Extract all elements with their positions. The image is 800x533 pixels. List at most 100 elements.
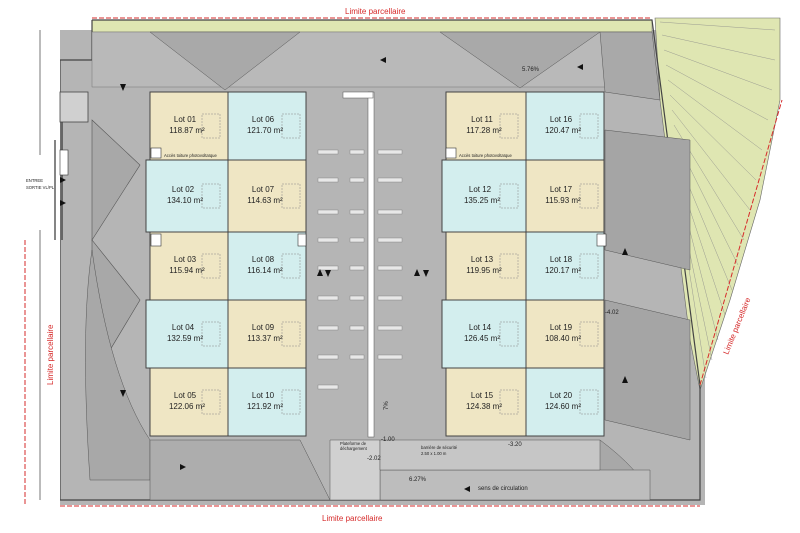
lot-lot-20: Lot 20 124.60 m² [525,367,605,437]
lot-area: 115.93 m² [545,196,581,205]
lot-name: Lot 05 [174,391,197,400]
lot-name: Lot 16 [550,115,573,124]
lot-area: 122.06 m² [169,402,205,411]
lot-name: Lot 10 [252,391,275,400]
lot-outline [227,91,307,161]
arrow-left-icon [380,57,386,63]
lot-name: Lot 07 [252,185,275,194]
lot-name: Lot 06 [252,115,275,124]
lot-area: 124.60 m² [545,402,581,411]
lot-name: Lot 13 [471,255,494,264]
mezzanine-outline [579,253,599,279]
lot-name: Lot 02 [172,185,195,194]
lot-name: Lot 09 [252,323,275,332]
parking-stripes [317,149,403,390]
mezzanine-outline [499,321,519,347]
lot-outline [227,231,307,301]
lot-outline [145,299,229,369]
mezzanine-outline [579,113,599,139]
elevation-2: -2.02 [367,456,381,462]
lot-outline [525,367,605,437]
arrow-down-icon [120,84,126,91]
lot-area: 134.10 m² [167,196,203,205]
mezzanine-outline [201,321,221,347]
lot-outline [445,367,527,437]
slope-top: 5.76% [522,67,540,73]
lot-name: Lot 04 [172,323,195,332]
lot-name: Lot 20 [550,391,573,400]
lot-area: 135.25 m² [464,196,500,205]
lot-lot-05: Lot 05 122.06 m² [149,367,229,437]
arrow-down-icon [120,390,126,397]
lot-outline [525,231,605,301]
lot-name: Lot 11 [471,115,493,124]
lot-area: 108.40 m² [545,334,581,343]
boundary-right [699,99,783,386]
boundary-label-top: Limite parcellaire [345,7,406,16]
lot-lot-15: Lot 15 124.38 m² [445,367,527,437]
barrier-label-1: barrière de sécurité [421,445,458,450]
arrow-right-icon [60,177,66,183]
boundary-label-bottom: Limite parcellaire [322,514,383,523]
mezzanine-outline [201,113,221,139]
lot-lot-19: Lot 19 108.40 m² [525,299,605,369]
lot-area: 119.95 m² [466,266,502,275]
lot-name: Lot 01 [174,115,197,124]
lot-name: Lot 08 [252,255,275,264]
lot-name: Lot 18 [550,255,573,264]
entrance-label-1: ENTREE [26,178,43,183]
circulation-label: sens de circulation [478,486,528,492]
lot-outline [441,159,527,233]
mezzanine-outline [281,253,301,279]
arrow-up-icon [622,248,628,255]
arrow-up-icon [622,376,628,383]
lot-lot-08: Lot 08 116.14 m² [227,231,307,301]
mezzanine-outline [281,183,301,209]
lot-outline [445,231,527,301]
lot-lot-17: Lot 17 115.93 m² [525,159,605,233]
lot-lot-02: Lot 02 134.10 m² [145,159,229,233]
elevation-4: -4.02 [605,310,619,316]
arrow-up-icon [317,269,323,276]
boundary-label-left: Limite parcellaire [46,324,55,385]
lot-outline [227,367,307,437]
lot-area: 121.92 m² [247,402,283,411]
lot-name: Lot 19 [550,323,573,332]
mezzanine-outline [579,183,599,209]
arrow-right-icon [180,464,186,470]
arrow-right-icon [60,200,66,206]
mezzanine-outline [281,321,301,347]
lot-name: Lot 15 [471,391,494,400]
lot-name: Lot 12 [469,185,492,194]
lot-lot-16: Lot 16 120.47 m² [525,91,605,161]
mezzanine-outline [281,389,301,415]
lot-area: 120.47 m² [545,126,581,135]
entrance-label-2: SORTIE VL/PL [26,185,55,190]
arrow-left-icon [577,64,583,70]
mezzanine-outline [579,321,599,347]
arrow-up-icon [414,269,420,276]
arrow-left-icon [464,486,470,492]
lot-area: 116.14 m² [247,266,283,275]
elevation-3: -3.20 [508,442,522,448]
slope-ramp: 7% [384,401,390,410]
lot-area: 124.38 m² [466,402,502,411]
lot-outline [149,367,229,437]
mezzanine-outline [499,389,519,415]
lot-name: Lot 17 [550,185,573,194]
mezzanine-outline [281,113,301,139]
lot-outline [145,159,229,233]
lot-name: Lot 03 [174,255,197,264]
lot-lot-10: Lot 10 121.92 m² [227,367,307,437]
arrow-down-icon [325,270,331,277]
lot-outline [441,299,527,369]
